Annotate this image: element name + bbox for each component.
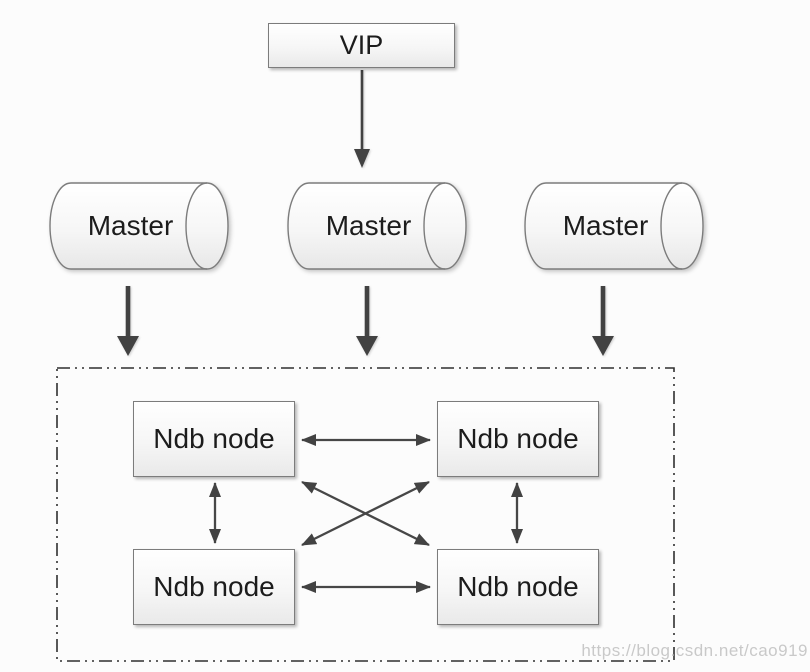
ndb-node-top-right: Ndb node <box>437 401 599 477</box>
ndb-node-label: Ndb node <box>457 423 579 454</box>
ndb-interconnect-arrows <box>209 434 523 593</box>
ndb-node-top-left: Ndb node <box>133 401 295 477</box>
master-arrow-2-head <box>356 336 378 356</box>
master-arrow-3-head <box>592 336 614 356</box>
master-cylinder-2 <box>287 182 467 270</box>
ndb-node-bottom-left: Ndb node <box>133 549 295 625</box>
watermark-text: https://blog.csdn.net/cao919 <box>581 641 808 660</box>
master-arrow-1-head <box>117 336 139 356</box>
master-cylinder-3 <box>524 182 704 270</box>
master-cylinder-1 <box>49 182 229 270</box>
ndb-cluster-dashed-border <box>56 367 675 662</box>
ndb-node-label: Ndb node <box>153 571 275 602</box>
master-cylinder-2-rim <box>423 182 446 270</box>
vip-arrow <box>354 70 370 168</box>
master-cylinder-3-rim <box>660 182 683 270</box>
ndb-node-bottom-right: Ndb node <box>437 549 599 625</box>
ndb-node-label: Ndb node <box>153 423 275 454</box>
vip-node: VIP <box>268 23 455 68</box>
vip-label: VIP <box>339 30 384 60</box>
master-cylinders <box>49 182 704 270</box>
master-down-arrows <box>117 286 614 356</box>
ndb-node-label: Ndb node <box>457 571 579 602</box>
master-cylinder-1-rim <box>185 182 208 270</box>
arrow-diagonal-bl-tr <box>301 480 430 547</box>
